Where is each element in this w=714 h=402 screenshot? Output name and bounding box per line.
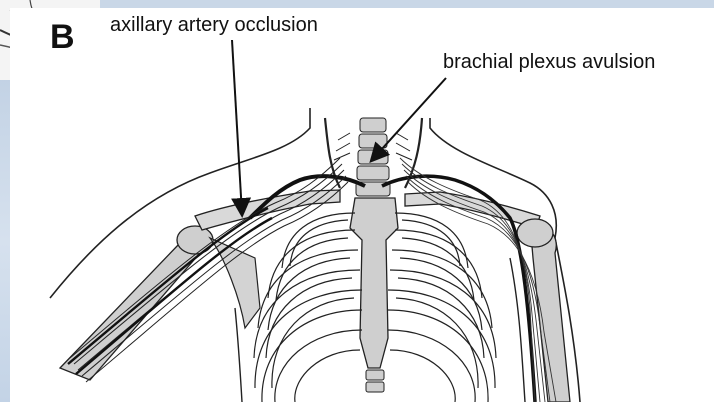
left-torso-outline — [235, 308, 242, 402]
figure-panel-b: B axillary artery occlusion brachial ple… — [10, 8, 714, 402]
right-ribs — [388, 213, 496, 402]
arrow-axillary-artery — [232, 40, 242, 214]
right-humeral-head — [517, 219, 553, 247]
right-humerus — [530, 223, 570, 402]
anatomy-illustration — [10, 8, 714, 402]
left-ribs — [254, 213, 362, 402]
left-clavicle — [195, 190, 340, 230]
sternum — [350, 198, 398, 368]
thoracic-spine — [366, 370, 384, 392]
